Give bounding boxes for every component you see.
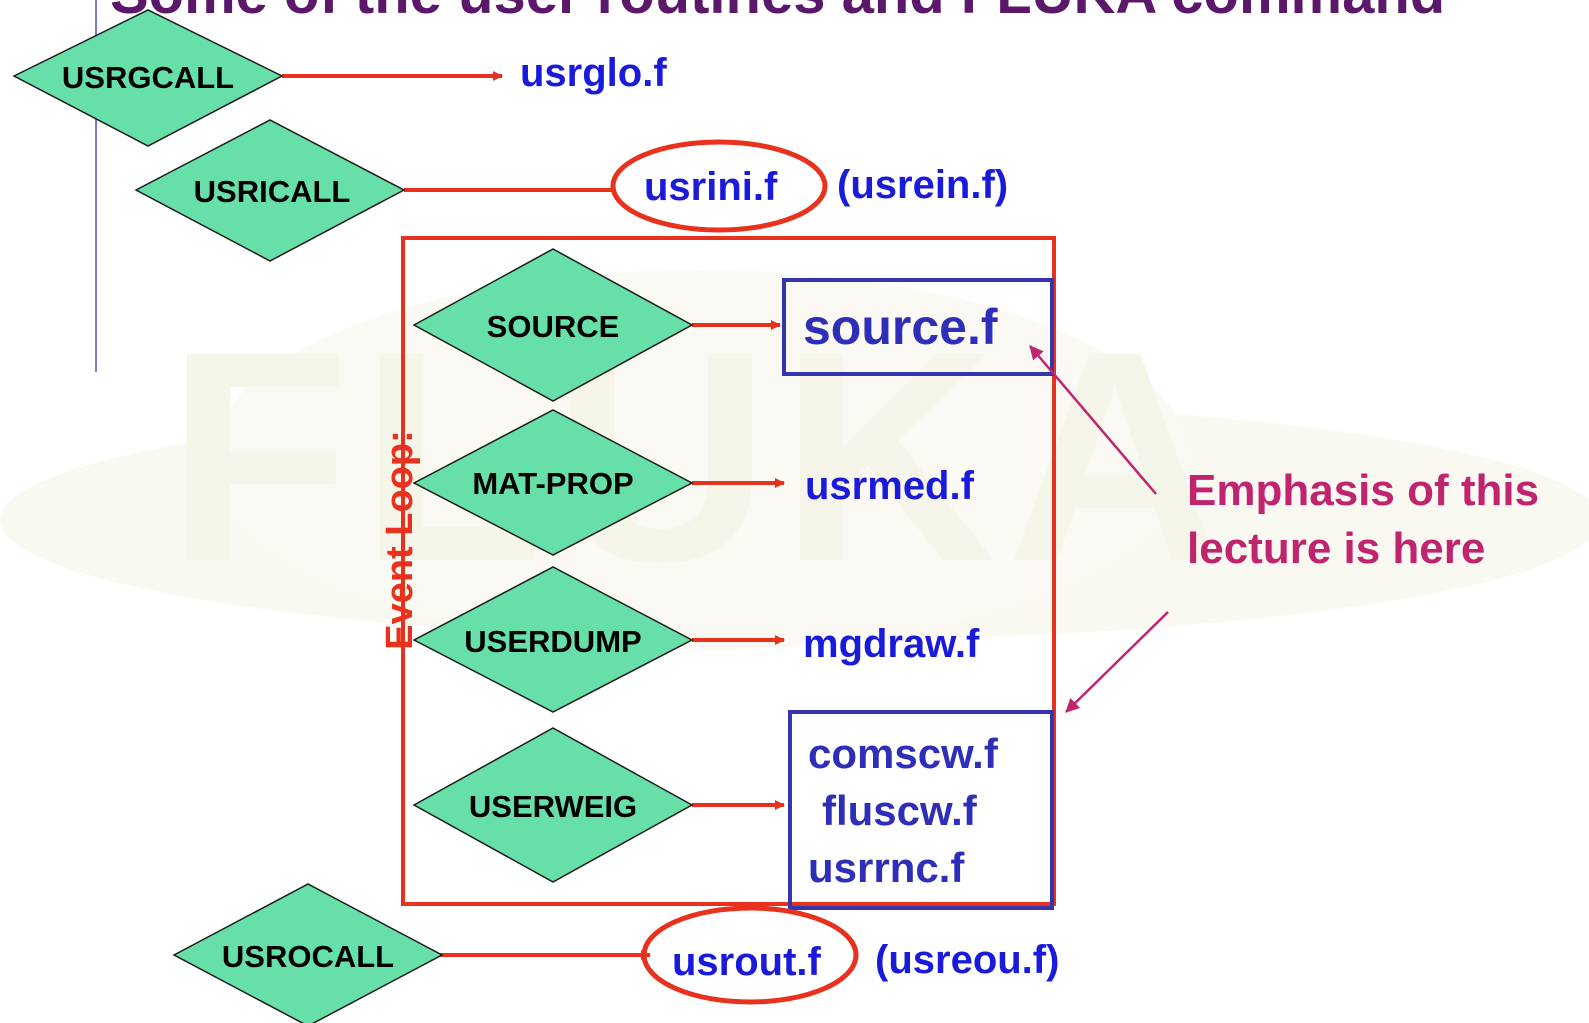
node-usricall: USRICALL	[134, 119, 406, 262]
node-userweig: USERWEIG	[412, 727, 694, 883]
node-usrgcall: USRGCALL	[12, 9, 284, 147]
node-source: SOURCE	[412, 248, 694, 402]
emphasis-line-1: Emphasis of this	[1187, 466, 1540, 515]
file-usrini: usrini.f	[644, 165, 778, 209]
file-mgdraw: mgdraw.f	[803, 622, 980, 666]
file-fluscw: fluscw.f	[822, 787, 977, 834]
event-loop-label: Event Loop:	[379, 430, 421, 650]
fluka-watermark: FLUKA	[0, 270, 1589, 650]
file-usrrnc: usrrnc.f	[808, 844, 965, 891]
usrini-highlight-ellipse	[610, 139, 828, 233]
file-source: source.f	[803, 299, 998, 355]
file-usrglo: usrglo.f	[520, 51, 667, 95]
file-usrein: (usrein.f)	[837, 163, 1009, 207]
emphasis-pointer-up	[1029, 345, 1157, 495]
node-label: USRGCALL	[62, 60, 234, 95]
emphasis-pointer-down	[1065, 611, 1169, 713]
slide-title: Some of the user routines and FLUKA comm…	[110, 0, 1445, 27]
file-usreou: (usreou.f)	[875, 938, 1060, 982]
node-label: USERDUMP	[464, 624, 641, 659]
node-label: MAT-PROP	[472, 466, 633, 501]
weig-files-box	[788, 710, 1054, 910]
node-label: USROCALL	[222, 939, 394, 974]
file-usrmed: usrmed.f	[805, 464, 974, 508]
node-mat-prop: MAT-PROP	[412, 409, 694, 556]
emphasis-line-2: lecture is here	[1187, 524, 1486, 573]
file-comscw: comscw.f	[808, 730, 998, 777]
node-label: USERWEIG	[469, 789, 637, 824]
node-label: SOURCE	[487, 309, 620, 344]
weig-file-list: comscw.f fluscw.f usrrnc.f	[808, 725, 998, 896]
node-label: USRICALL	[194, 174, 351, 209]
node-usrocall: USROCALL	[172, 883, 444, 1023]
watermark-text: FLUKA	[167, 288, 1233, 624]
node-userdump: USERDUMP	[412, 566, 694, 713]
file-usrout: usrout.f	[672, 940, 821, 984]
event-loop-frame	[401, 236, 1056, 906]
emphasis-note: Emphasis of this lecture is here	[1187, 462, 1539, 578]
source-file-box	[782, 278, 1054, 376]
